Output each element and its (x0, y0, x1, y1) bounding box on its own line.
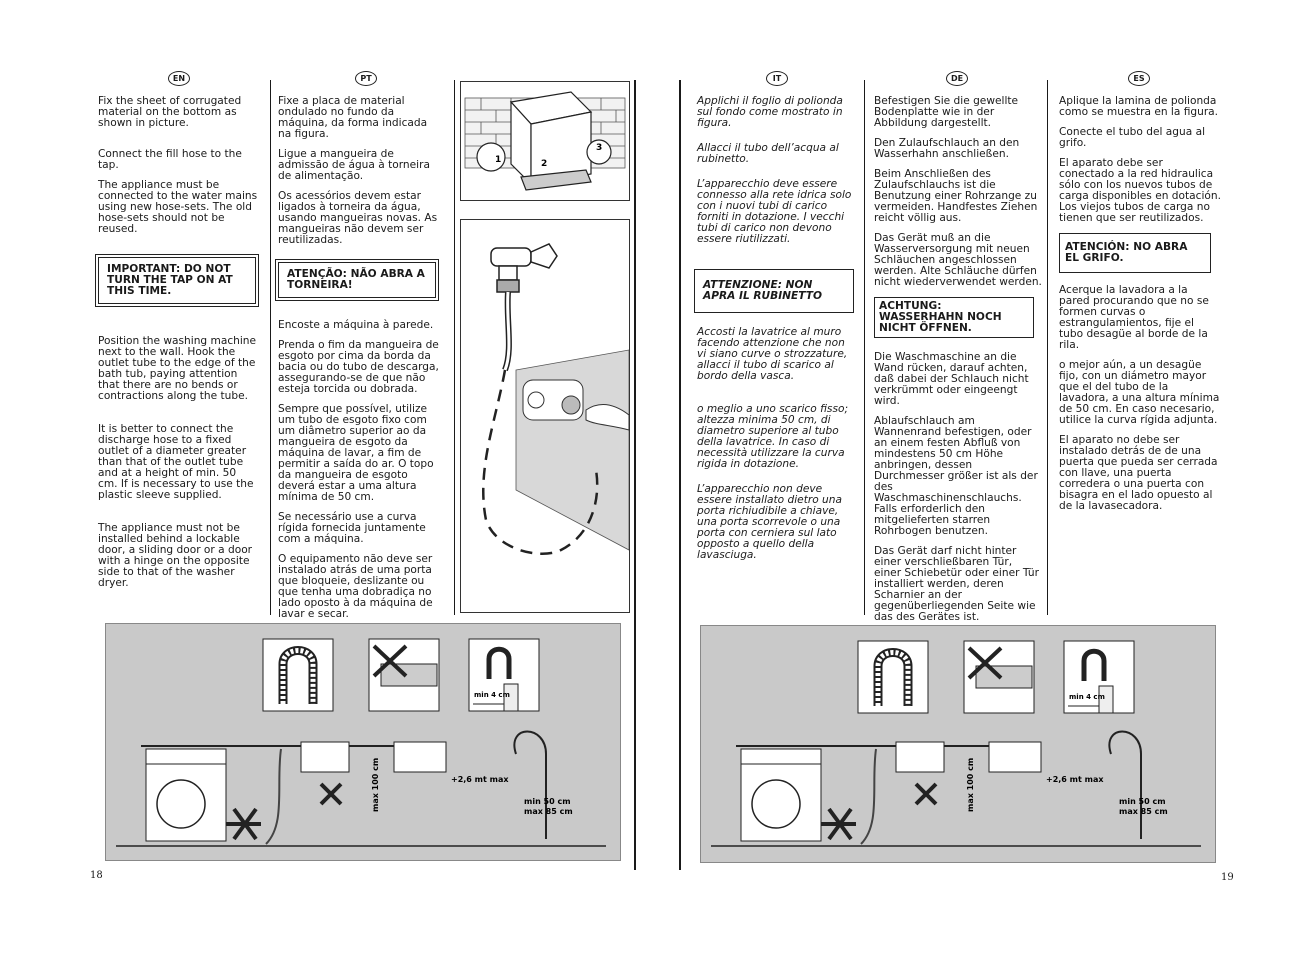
flag-pt: PT (355, 71, 377, 86)
pt-p6: Sempre que possível, utilize um tubo de … (278, 403, 434, 503)
de-column: Befestigen Sie die gewellte Bodenplatte … (874, 96, 1042, 632)
pt-p8: O equipamento não deve ser instalado atr… (278, 553, 433, 620)
rule-right-page-edge (679, 80, 681, 870)
it-p6: L’apparecchio non deve essere installato… (697, 483, 842, 561)
rule-it-de (864, 80, 865, 615)
it-p2: Allacci il tubo dell’acqua al rubinetto. (697, 142, 839, 165)
de-p5: Die Waschmaschine an die Wand rücken, da… (874, 351, 1029, 407)
drain-diagram-left: min 4 cm max 100 cm +2,6 mt max min 50 c… (105, 623, 621, 861)
pt-p3: Os acessórios devem estar ligados à torn… (278, 190, 438, 246)
de-p7: Das Gerät darf nicht hinter einer versch… (874, 545, 1039, 623)
en-p6: The appliance must not be installed behi… (98, 522, 253, 589)
pt-warning-box: ATENÇÃO: NÃO ABRA A TORNEIRA! (275, 259, 439, 301)
de-warning-box: ACHTUNG: WASSERHAHN NOCH NICHT ÖFFNEN. (874, 297, 1034, 338)
label-min-50-right: min 50 cm (1119, 797, 1166, 806)
label-plus-26-left: +2,6 mt max (451, 775, 509, 784)
es-p5: o mejor aún, a un desagüe fijo, con un d… (1059, 359, 1220, 426)
illus-label-3: 3 (596, 143, 602, 153)
drain-diagram-right-svg: min 4 cm max 100 cm +2,6 mt max min 50 c… (711, 640, 1201, 847)
label-min-50-left: min 50 cm (524, 797, 571, 806)
page-number-left: 18 (90, 870, 103, 881)
page-number-right: 19 (1221, 872, 1234, 883)
rule-en-pt (270, 80, 271, 615)
de-p3: Beim Anschließen des Zulaufschlauchs ist… (874, 168, 1038, 224)
it-warning-box: ATTENZIONE: NON APRA IL RUBINETTO (694, 269, 854, 313)
inset-u-hose-right (857, 640, 929, 714)
rule-de-es (1047, 80, 1048, 615)
label-min-4cm-left: min 4 cm (474, 691, 510, 699)
flag-es: ES (1128, 71, 1150, 86)
illustration-tap-connection (460, 219, 630, 613)
de-p2: Den Zulaufschlauch an den Wasserhahn ans… (874, 137, 1020, 160)
en-p4: Position the washing machine next to the… (98, 335, 257, 402)
washing-machine-right (740, 748, 822, 842)
pt-p2: Ligue a mangueira de admissão de água à … (278, 148, 430, 182)
pt-p5: Prenda o fim da mangueira de esgoto por … (278, 339, 439, 395)
en-p2: Connect the fill hose to the tap. (98, 148, 242, 171)
inset-sink-wrong-right (963, 640, 1035, 714)
illustration-corrugated-sheet: 1 2 3 (460, 81, 630, 201)
label-min-4cm-right: min 4 cm (1069, 693, 1105, 701)
it-p3: L’apparecchio deve essere connesso alla … (697, 178, 852, 245)
en-p3: The appliance must be connected to the w… (98, 179, 258, 235)
inset-sink-wrong (368, 638, 440, 712)
es-p1: Aplique la lamina de polionda como se mu… (1059, 95, 1219, 118)
pt-p4: Encoste a máquina à parede. (278, 319, 434, 331)
en-p1: Fix the sheet of corrugated material on … (98, 95, 242, 129)
de-p4: Das Gerät muß an die Wasserversorgung mi… (874, 232, 1042, 288)
label-max-100cm-right: max 100 cm (966, 758, 975, 812)
de-p1: Befestigen Sie die gewellte Bodenplatte … (874, 95, 1019, 129)
sink-left (300, 741, 447, 806)
drain-diagram-left-svg: min 4 cm max 100 cm +2,6 mt max min 50 c… (116, 638, 606, 847)
de-p6: Ablaufschlauch am Wannenrand befestigen,… (874, 415, 1038, 537)
es-warning-box: ATENCIÓN: NO ABRA EL GRIFO. (1059, 233, 1211, 273)
it-column: Applichi il foglio di polionda sul fondo… (694, 95, 857, 570)
drain-diagram-right: min 4 cm max 100 cm +2,6 mt max min 50 c… (700, 625, 1216, 863)
es-p4: Acerque la lavadora a la pared procurand… (1059, 284, 1209, 351)
inset-u-hose (262, 638, 334, 712)
it-p5: o meglio a uno scarico fisso; altezza mi… (697, 403, 849, 470)
flag-de: DE (946, 71, 968, 86)
label-max-100cm-left: max 100 cm (371, 758, 380, 812)
label-plus-26-right: +2,6 mt max (1046, 775, 1104, 784)
label-max-85-right: max 85 cm (1119, 807, 1168, 816)
illus-label-1: 1 (495, 155, 501, 165)
es-p3: El aparato debe ser conectado a la red h… (1059, 157, 1221, 224)
inset-standpipe: min 4 cm (468, 638, 540, 712)
rule-left-page-edge (634, 80, 636, 870)
flag-en: EN (168, 71, 190, 86)
es-p2: Conecte el tubo del agua al grifo. (1059, 126, 1206, 149)
washing-machine-left (145, 748, 227, 842)
sink-right (895, 741, 1042, 806)
illus-label-2: 2 (541, 159, 547, 169)
es-p6: El aparato no debe ser instalado detrás … (1059, 434, 1218, 512)
en-important-box: IMPORTANT: DO NOT TURN THE TAP ON AT THI… (95, 254, 259, 307)
label-max-85-left: max 85 cm (524, 807, 573, 816)
pt-column: Fixe a placa de material ondulado no fun… (275, 95, 442, 629)
it-p1: Applichi il foglio di polionda sul fondo… (697, 95, 843, 129)
pt-p7: Se necessário use a curva rígida forneci… (278, 511, 426, 545)
flag-it: IT (766, 71, 788, 86)
en-p5: It is better to connect the discharge ho… (98, 423, 254, 501)
es-column: Aplique la lamina de polionda como se mu… (1059, 96, 1221, 521)
pt-p1: Fixe a placa de material ondulado no fun… (278, 95, 428, 140)
inset-standpipe-right: min 4 cm (1063, 640, 1135, 714)
en-column: Fix the sheet of corrugated material on … (95, 95, 259, 598)
rule-pt-illus (454, 80, 455, 615)
it-p4: Accosti la lavatrice al muro facendo att… (697, 326, 848, 382)
